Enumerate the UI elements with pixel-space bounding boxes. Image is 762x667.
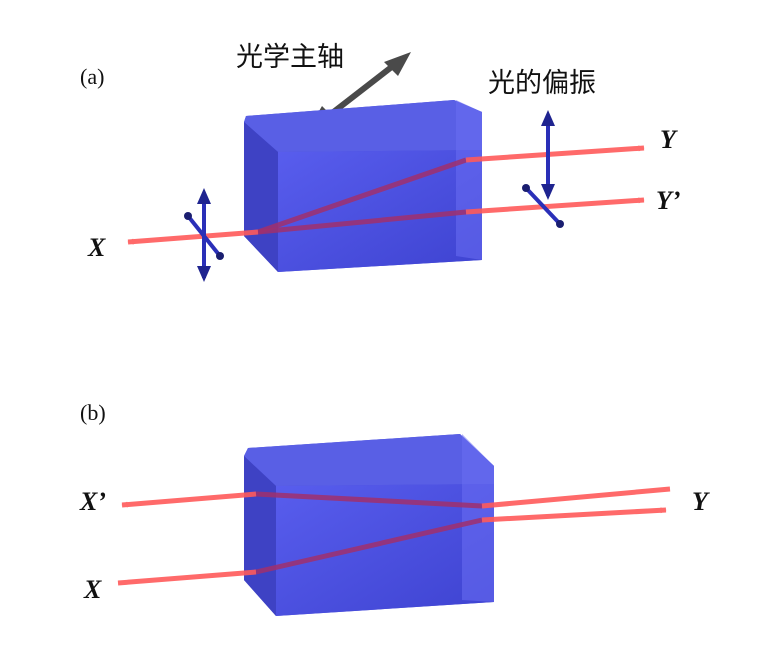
rays-outside-b bbox=[117, 486, 671, 586]
rays-outside-a bbox=[127, 145, 645, 245]
polarization-marker-left bbox=[184, 188, 224, 282]
panel-a: (a) 光学主轴 bbox=[80, 42, 681, 282]
rays-inside-a bbox=[257, 157, 467, 235]
ray-label-x-b: X bbox=[83, 575, 102, 604]
panel-b: (b) X’ X Y bbox=[79, 400, 710, 616]
panel-a-label: (a) bbox=[80, 64, 104, 89]
optic-axis-label: 光学主轴 bbox=[236, 42, 344, 73]
ray-label-y-a: Y bbox=[660, 125, 678, 154]
rays-inside-b bbox=[255, 491, 483, 575]
ray-label-x-a: X bbox=[87, 233, 106, 262]
ray-label-x-prime-b: X’ bbox=[79, 487, 106, 516]
polarization-marker-right bbox=[522, 110, 564, 228]
crystal-block-a bbox=[244, 100, 482, 272]
ray-label-y-b: Y bbox=[692, 487, 710, 516]
ray-label-y-prime-a: Y’ bbox=[656, 186, 681, 215]
panel-b-label: (b) bbox=[80, 400, 106, 425]
polarization-label: 光的偏振 bbox=[488, 68, 596, 99]
